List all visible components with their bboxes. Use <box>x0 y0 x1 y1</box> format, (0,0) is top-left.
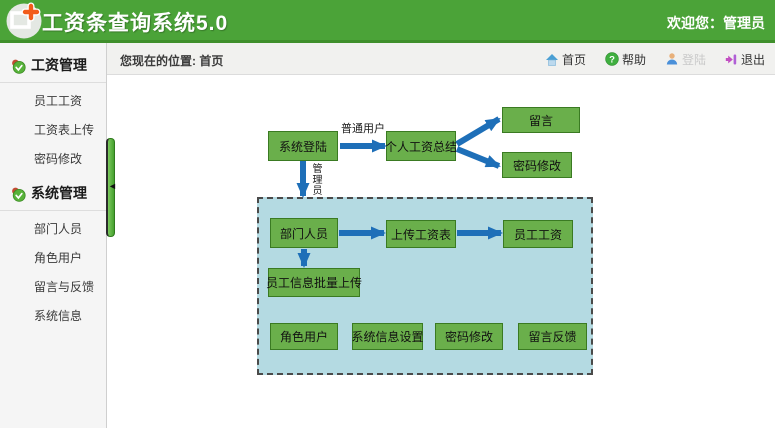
sidebar-section-label: 系统管理 <box>31 185 87 201</box>
flow-node-system-info-settings: 系统信息设置 <box>352 323 424 350</box>
sidebar-item-password-change[interactable]: 密码修改 <box>34 152 83 166</box>
login-label: 登陆 <box>681 52 706 67</box>
flow-node-batch-employee-upload: 员工信息批量上传 <box>266 268 362 297</box>
user-icon <box>666 53 678 65</box>
toolbar: 首页 ? 帮助 登陆 退出 <box>545 43 765 75</box>
flow-node-personal-salary-summary: 个人工资总结 <box>385 131 457 161</box>
header-bar: 工资条查询系统5.0 欢迎您：管理员 <box>0 0 775 43</box>
divider <box>0 210 106 211</box>
breadcrumb: 您现在的位置: 首页 <box>120 54 224 68</box>
sidebar-item-salary-upload[interactable]: 工资表上传 <box>34 123 95 137</box>
sidebar-item-role-user[interactable]: 角色用户 <box>34 251 83 265</box>
sidebar-item-department-staff[interactable]: 部门人员 <box>34 222 83 236</box>
welcome-user-text: 欢迎您：管理员 <box>667 15 765 31</box>
chevron-left-icon: ◄ <box>108 181 117 191</box>
edge-label-normal-user: 普通用户 <box>341 123 385 135</box>
help-icon: ? <box>605 52 619 66</box>
sidebar-item-message-feedback[interactable]: 留言与反馈 <box>34 280 95 294</box>
flow-node-message: 留言 <box>502 107 580 133</box>
sidebar: 工资管理 员工工资 工资表上传 密码修改 系统管理 部门人员 角色用户 留言与反… <box>0 43 107 428</box>
app-logo-icon <box>5 2 43 40</box>
sidebar-item-system-info[interactable]: 系统信息 <box>34 309 83 323</box>
home-button[interactable]: 首页 <box>545 51 586 68</box>
logout-button[interactable]: 退出 <box>725 51 765 68</box>
help-label: 帮助 <box>621 52 646 67</box>
flow-node-upload-salary-sheet: 上传工资表 <box>386 220 456 248</box>
divider <box>0 82 106 83</box>
help-button[interactable]: ? 帮助 <box>605 51 646 68</box>
sidebar-item-employee-salary[interactable]: 员工工资 <box>34 94 83 108</box>
flow-node-password-change-top: 密码修改 <box>502 152 572 178</box>
logout-icon <box>725 54 737 64</box>
flow-node-role-user: 角色用户 <box>270 323 338 350</box>
sidebar-section-system[interactable]: 系统管理 <box>0 181 106 205</box>
flow-node-password-change-bottom: 密码修改 <box>435 323 503 350</box>
check-ball-icon <box>11 185 26 209</box>
flow-node-department-staff: 部门人员 <box>270 218 338 248</box>
logout-label: 退出 <box>740 52 765 67</box>
edge-label-admin: 管理员 <box>310 163 321 196</box>
sidebar-section-label: 工资管理 <box>31 57 87 73</box>
sidebar-section-salary[interactable]: 工资管理 <box>0 53 106 77</box>
home-label: 首页 <box>561 52 586 67</box>
flow-node-message-feedback: 留言反馈 <box>518 323 587 350</box>
sidebar-collapse-handle[interactable]: ◄ <box>106 138 117 237</box>
breadcrumb-bar: 您现在的位置: 首页 首页 ? 帮助 <box>107 43 775 75</box>
app-title: 工资条查询系统5.0 <box>42 12 229 35</box>
flow-node-system-login: 系统登陆 <box>268 131 338 161</box>
svg-text:?: ? <box>609 54 615 65</box>
home-icon <box>545 53 558 66</box>
check-ball-icon <box>11 57 26 81</box>
flow-node-employee-salary: 员工工资 <box>503 220 573 248</box>
login-button[interactable]: 登陆 <box>665 51 706 68</box>
